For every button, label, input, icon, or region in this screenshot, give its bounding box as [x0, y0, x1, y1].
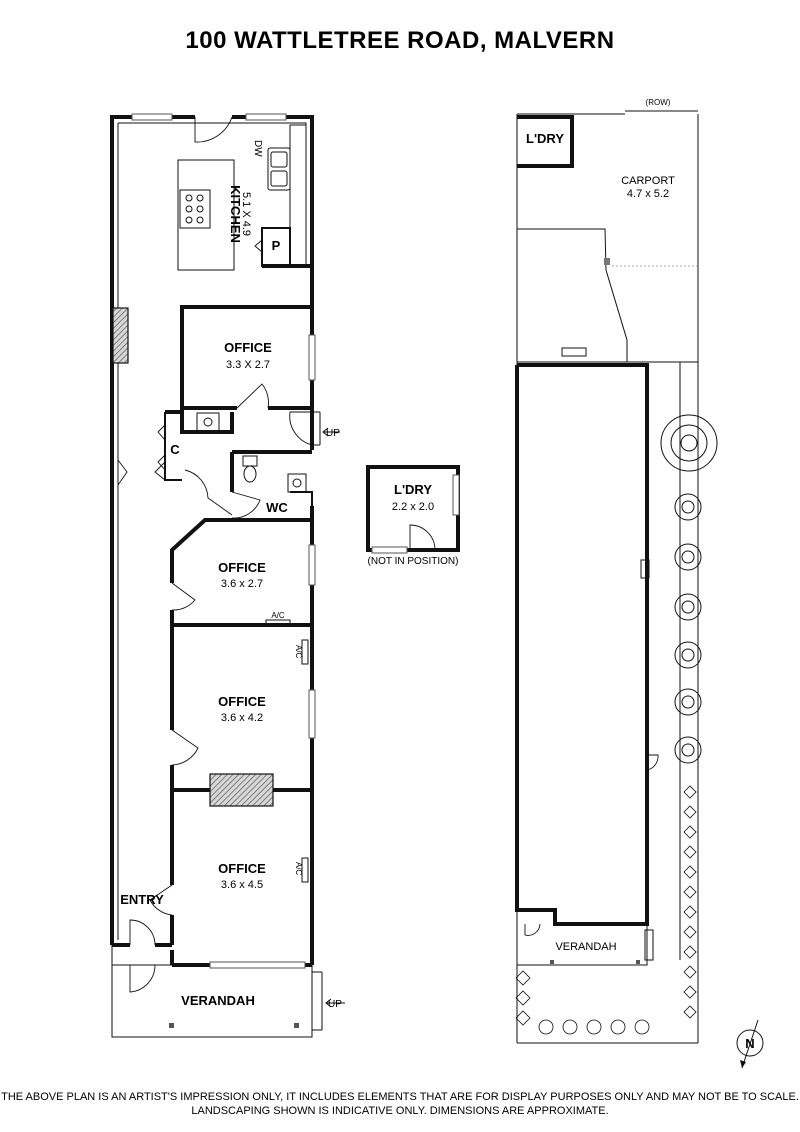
laundry-detached-dims: 2.2 x 2.0: [392, 501, 434, 513]
landscaping: [515, 414, 718, 1035]
office-4-dims: 3.6 x 4.5: [221, 879, 263, 891]
ac-label-1: A/C: [271, 611, 285, 620]
cooktop-icon: [185, 194, 204, 224]
verandah-label-front: VERANDAH: [181, 993, 255, 1008]
disclaimer-line-2: LANDSCAPING SHOWN IS INDICATIVE ONLY. DI…: [191, 1105, 608, 1117]
row-label: (ROW): [646, 98, 671, 107]
front-verandah: UP VERANDAH: [111, 945, 345, 1038]
cupboard-label: C: [170, 442, 180, 457]
office-3: A/C OFFICE 3.6 x 4.2: [170, 625, 316, 792]
office-2: A/C OFFICE 3.6 x 2.7: [170, 518, 316, 627]
up-label-front: UP: [328, 999, 342, 1010]
office-3-dims: 3.6 x 4.2: [221, 712, 263, 724]
site-main-building: [515, 362, 681, 960]
fireplace-1: [112, 307, 129, 364]
service-area: C UP WC: [117, 410, 340, 519]
laundry-detached: L'DRY 2.2 x 2.0 (NOT IN POSITION): [366, 465, 460, 567]
fireplace-2: [209, 773, 274, 807]
entry-label: ENTRY: [120, 892, 164, 907]
hedge-icon: [683, 785, 697, 1019]
pantry-label: P: [272, 238, 281, 253]
shrub-row-icon: [674, 493, 702, 764]
kitchen: DW KITCHEN 5.1 X 4.9 P: [177, 124, 312, 271]
office-3-label: OFFICE: [218, 694, 266, 709]
office-1-dims: 3.3 X 2.7: [226, 359, 270, 371]
wc-label: WC: [266, 500, 288, 515]
disclaimer-line-1: THE ABOVE PLAN IS AN ARTIST'S IMPRESSION…: [1, 1091, 799, 1103]
large-tree-icon: [660, 414, 718, 472]
office-1: OFFICE 3.3 X 2.7: [180, 305, 316, 410]
site-plan: (ROW) L'DRY CARPORT 4.7 x 5.2: [515, 98, 764, 1069]
office-2-dims: 3.6 x 2.7: [221, 578, 263, 590]
basin-icon: [203, 417, 213, 427]
wc-basin-icon: [292, 478, 302, 488]
laundry-detached-label: L'DRY: [394, 482, 432, 497]
office-4-label: OFFICE: [218, 861, 266, 876]
kitchen-label: KITCHEN: [228, 185, 243, 243]
toilet-icon: [243, 465, 257, 483]
north-compass-icon: N: [736, 1019, 764, 1069]
carport-dims: 4.7 x 5.2: [627, 188, 669, 200]
entry: ENTRY: [112, 892, 172, 993]
dishwasher-label: DW: [252, 140, 263, 157]
ac-label-3: A/C: [294, 862, 303, 876]
north-label: N: [745, 1036, 754, 1051]
site-verandah: VERANDAH: [516, 923, 654, 966]
office-4: A/C OFFICE 3.6 x 4.5: [149, 790, 309, 969]
carport-label: CARPORT: [621, 175, 675, 187]
kitchen-dims: 5.1 X 4.9: [240, 192, 252, 236]
kitchen-sink-icon: [267, 147, 291, 191]
carport: CARPORT 4.7 x 5.2: [517, 175, 698, 363]
office-1-label: OFFICE: [224, 340, 272, 355]
ac-label-2: A/C: [294, 645, 303, 659]
office-2-label: OFFICE: [218, 560, 266, 575]
site-laundry-label: L'DRY: [526, 131, 564, 146]
main-building: DW KITCHEN 5.1 X 4.9 P OFFICE 3.3 X 2.7: [110, 113, 345, 1038]
plan-title: 100 WATTLETREE ROAD, MALVERN: [185, 27, 614, 54]
laundry-position-note: (NOT IN POSITION): [368, 556, 459, 567]
front-plants-icon: [515, 970, 650, 1035]
up-label-rear: UP: [326, 428, 340, 439]
site-verandah-label: VERANDAH: [555, 941, 616, 953]
